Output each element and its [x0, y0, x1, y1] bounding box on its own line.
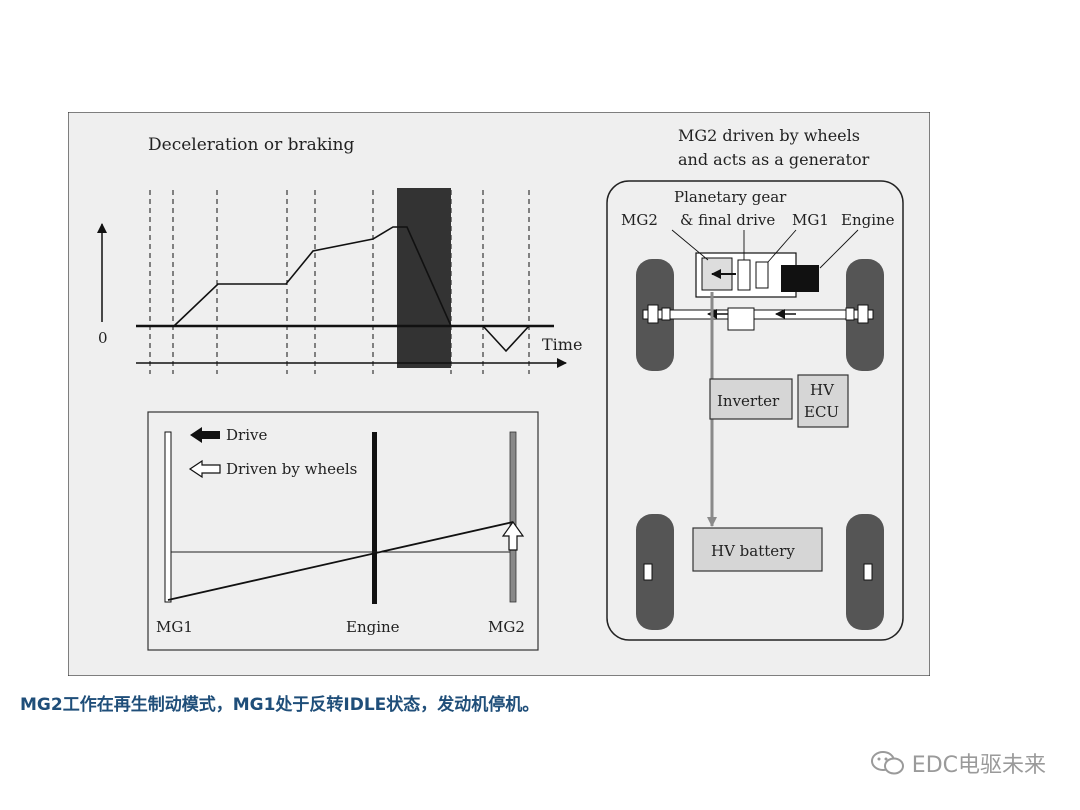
- driven-by-wheels-arrow-icon: [188, 459, 221, 479]
- watermark: EDC电驱未来: [870, 747, 1046, 779]
- mg1-box: [755, 261, 769, 289]
- hub-rear-right: [863, 563, 873, 581]
- legend-driven: Driven by wheels: [226, 460, 357, 478]
- zero-label: 0: [98, 329, 108, 347]
- speed-trace: [173, 226, 530, 353]
- vehicle-title-line2: and acts as a generator: [678, 150, 870, 169]
- vehicle-diagram: MG2 driven by wheels and acts as a gener…: [606, 126, 904, 641]
- mg2-driven-arrow: [501, 520, 525, 551]
- lever-speed-line: [167, 521, 514, 601]
- lever-label-mg1: MG1: [156, 618, 193, 636]
- powertrain-figure: Deceleration or braking 0 Time: [68, 112, 930, 676]
- inverter-box: [709, 378, 793, 420]
- drive-arrow-icon: [190, 427, 220, 443]
- vehicle-label-planetary2: & final drive: [680, 211, 775, 229]
- lever-frame: [147, 411, 539, 651]
- time-graph: Deceleration or braking 0 Time: [97, 135, 582, 374]
- vehicle-label-mg1: MG1: [792, 211, 829, 229]
- lever-label-engine: Engine: [346, 618, 400, 636]
- hv-ecu-box: [797, 374, 849, 428]
- vehicle-label-planetary1: Planetary gear: [674, 188, 787, 206]
- engine-bar: [372, 432, 377, 604]
- lever-diagram: Drive Driven by wheels MG1 Engine MG2: [147, 411, 539, 651]
- mg2-bar: [509, 431, 517, 603]
- front-axle: [642, 309, 874, 320]
- chat-bubbles-icon: [870, 751, 904, 775]
- front-joints: [647, 304, 869, 324]
- planetary-gear-box: [737, 259, 751, 291]
- vehicle-label-mg2: MG2: [621, 211, 658, 229]
- braking-band: [397, 188, 451, 368]
- inverter-label: Inverter: [717, 392, 780, 410]
- panel-title: Deceleration or braking: [148, 135, 354, 155]
- legend-drive: Drive: [226, 426, 267, 444]
- vehicle-label-engine: Engine: [841, 211, 895, 229]
- hv-battery-box: [692, 527, 823, 572]
- engine-block: [781, 265, 819, 292]
- hv-ecu-line1: HV: [810, 381, 835, 399]
- lever-label-mg2: MG2: [488, 618, 525, 636]
- vehicle-title-line1: MG2 driven by wheels: [678, 126, 860, 145]
- mg1-bar: [164, 431, 172, 603]
- wheel-rear-left: [636, 514, 674, 630]
- caption: MG2工作在再生制动模式，MG1处于反转IDLE状态，发动机停机。: [20, 695, 540, 715]
- hv-battery-label: HV battery: [711, 542, 795, 560]
- hv-ecu-line2: ECU: [804, 403, 839, 421]
- leader-lines: [671, 229, 859, 269]
- time-label: Time: [542, 335, 582, 354]
- watermark-text: EDC电驱未来: [911, 753, 1046, 778]
- hub-rear-left: [643, 563, 653, 581]
- differential-box: [727, 307, 755, 331]
